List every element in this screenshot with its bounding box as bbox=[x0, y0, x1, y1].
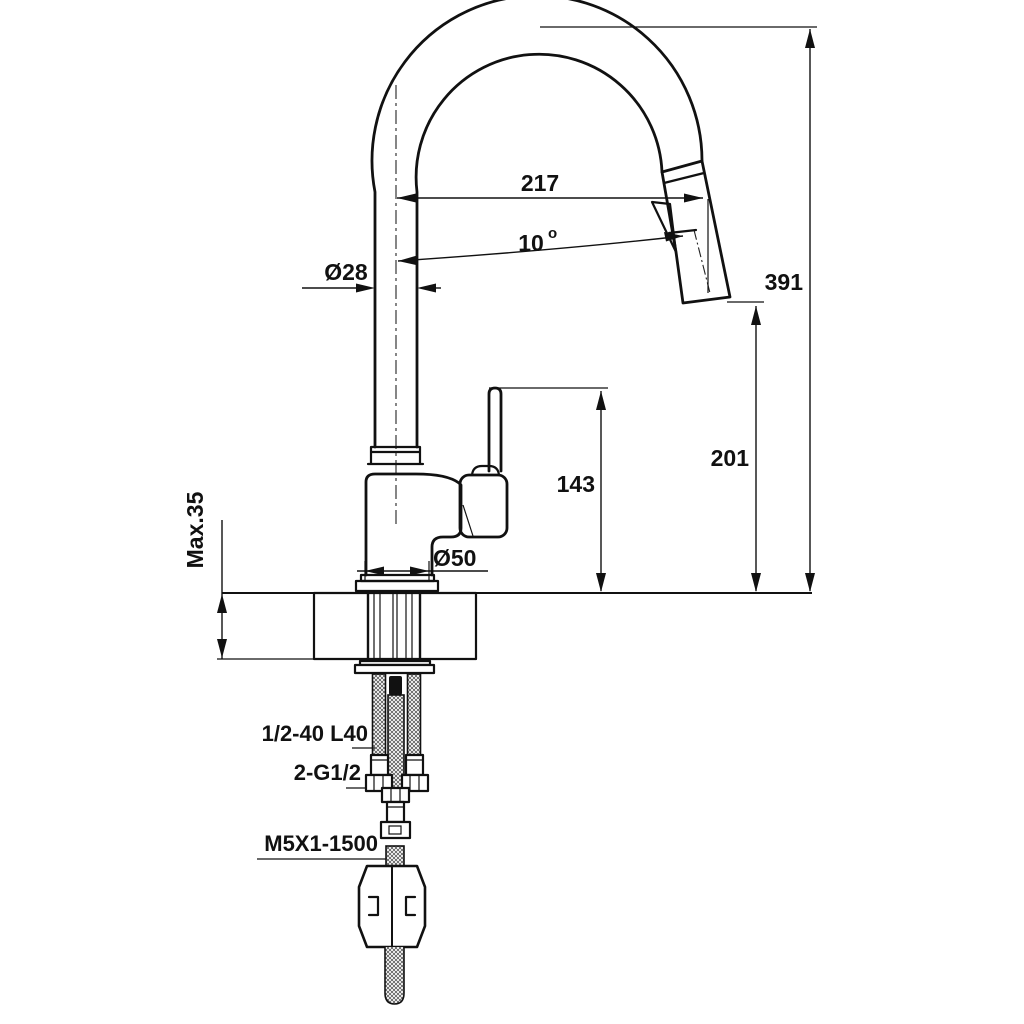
dim-value: 217 bbox=[521, 170, 559, 196]
label-pullout-hose: M5X1-1500 bbox=[257, 831, 386, 860]
dim-value: 391 bbox=[765, 269, 804, 295]
arrow-left-icon bbox=[397, 193, 416, 203]
under-counter-assembly bbox=[364, 673, 430, 867]
dim-total-height: 391 bbox=[540, 26, 817, 592]
dim-degree-sup: o bbox=[548, 225, 557, 242]
dim-value: 143 bbox=[557, 471, 595, 497]
arrow-right-pointing-icon bbox=[356, 283, 375, 293]
pullout-hose-dark-fitting bbox=[389, 676, 402, 695]
hex-nut-center bbox=[380, 786, 411, 804]
spray-trigger bbox=[650, 200, 678, 254]
label-value: M5X1-1500 bbox=[264, 831, 378, 856]
dim-value: Ø28 bbox=[324, 259, 368, 285]
dim-arc-line bbox=[397, 235, 684, 262]
arrow-right-icon bbox=[410, 566, 429, 576]
label-shank-thread: 1/2-40 L40 bbox=[262, 721, 375, 749]
pullout-hose-upper-segment bbox=[385, 845, 405, 867]
dim-base-diameter: Ø50 bbox=[357, 545, 488, 581]
dim-spout-reach: 217 bbox=[397, 170, 703, 203]
hex-nut-center-facets bbox=[390, 788, 401, 802]
arrow-down-icon bbox=[805, 573, 815, 592]
weight-clip-right-icon bbox=[404, 895, 417, 917]
hose-coupling bbox=[379, 820, 412, 840]
arrow-up-icon bbox=[217, 594, 227, 613]
label-value: 2-G1/2 bbox=[294, 760, 361, 785]
spout-inner-arc bbox=[414, 52, 664, 449]
handle-base-seam bbox=[462, 504, 474, 537]
mounting-shank bbox=[353, 591, 436, 675]
arrow-down-icon bbox=[751, 573, 761, 592]
supply-hose-left bbox=[371, 673, 387, 756]
arrow-left-icon bbox=[398, 255, 417, 265]
arrow-up-icon bbox=[596, 391, 606, 410]
mounting-nut-plate bbox=[353, 663, 436, 675]
arrow-left-icon bbox=[365, 566, 384, 576]
hose-coupling-window bbox=[388, 825, 402, 835]
arrow-down-icon bbox=[596, 573, 606, 592]
hose-end-fitting-left bbox=[369, 753, 390, 777]
dim-value: 201 bbox=[711, 445, 750, 471]
spray-head-joint-ring bbox=[662, 171, 706, 185]
arrow-left-pointing-icon bbox=[417, 283, 436, 293]
handle-pivot-bump bbox=[470, 464, 501, 477]
countertop bbox=[217, 591, 812, 661]
counter-slab-section bbox=[312, 591, 478, 661]
dim-spray-angle: 10 o bbox=[397, 225, 684, 265]
label-value: 1/2-40 L40 bbox=[262, 721, 368, 746]
dim-outlet-height: 201 bbox=[711, 301, 764, 592]
arrow-up-icon bbox=[751, 306, 761, 325]
handle-base bbox=[458, 473, 509, 539]
hose-connector bbox=[385, 800, 406, 824]
hose-end-fitting-right bbox=[404, 753, 425, 777]
spout-outer-arc bbox=[370, 0, 704, 449]
shank-inner-lines bbox=[373, 591, 413, 661]
spout-arc bbox=[370, 0, 704, 449]
dim-value: Ø50 bbox=[433, 545, 476, 571]
pullout-hose-bottom bbox=[384, 947, 405, 1005]
supply-hose-right bbox=[406, 673, 422, 756]
dim-value: 10 bbox=[518, 230, 544, 256]
label-supply-hoses: 2-G1/2 bbox=[294, 760, 367, 789]
arrow-right-icon bbox=[664, 232, 683, 242]
dim-spout-diameter: Ø28 bbox=[302, 259, 441, 293]
weight-clip-left-icon bbox=[367, 895, 380, 917]
arrow-down-icon bbox=[217, 639, 227, 658]
pipe-collar bbox=[366, 445, 425, 466]
hose-weight-assembly bbox=[357, 864, 427, 1005]
dim-value: Max.35 bbox=[182, 491, 208, 568]
arrow-right-icon bbox=[684, 193, 703, 203]
base-flange-lower bbox=[354, 579, 440, 593]
dim-handle-height: 143 bbox=[489, 387, 608, 592]
spray-head-axis-centerline bbox=[693, 229, 711, 294]
dim-counter-thickness: Max.35 bbox=[182, 491, 227, 659]
arrow-up-icon bbox=[805, 29, 815, 48]
shank-outer-lines bbox=[366, 591, 422, 661]
